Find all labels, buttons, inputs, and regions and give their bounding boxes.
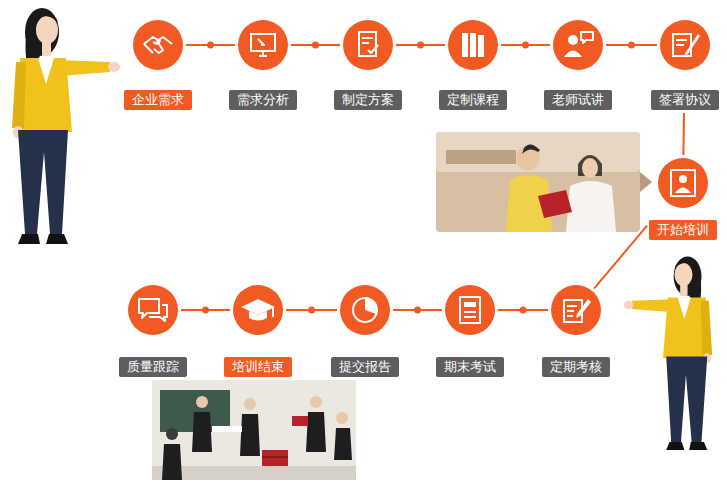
step-icon — [238, 20, 288, 70]
photo-ceremony — [152, 380, 356, 480]
step-icon — [128, 285, 178, 335]
process-step: 期末考试 — [436, 285, 504, 377]
step-icon — [660, 20, 710, 70]
step-icon — [658, 158, 708, 208]
step-glyph — [445, 285, 495, 335]
step-icon — [445, 285, 495, 335]
step-icon — [553, 20, 603, 70]
process-step: 制定方案 — [334, 20, 402, 110]
step-label: 定制课程 — [439, 90, 507, 110]
flow-connector — [396, 42, 445, 49]
step-label: 老师试讲 — [544, 90, 612, 110]
flow-connector — [181, 307, 230, 314]
step-icon — [448, 20, 498, 70]
flow-connector — [501, 42, 550, 49]
step-glyph — [660, 20, 710, 70]
presenter-figure — [12, 8, 120, 244]
connector-dot — [202, 307, 209, 314]
step-label: 企业需求 — [124, 90, 192, 110]
connector-dot — [207, 42, 214, 49]
process-step: 定期考核 — [542, 285, 610, 377]
process-step: 开始培训 — [649, 158, 717, 240]
flow-connector — [606, 42, 657, 49]
connector-dot — [522, 42, 529, 49]
step-glyph — [658, 158, 708, 208]
step-glyph — [238, 20, 288, 70]
step-label: 培训结束 — [224, 357, 292, 377]
step-glyph — [553, 20, 603, 70]
flow-connector — [594, 226, 647, 289]
step-glyph — [551, 285, 601, 335]
step-glyph — [233, 285, 283, 335]
step-label: 开始培训 — [649, 220, 717, 240]
step-glyph — [343, 20, 393, 70]
connector-dot — [417, 42, 424, 49]
flow-connector — [393, 307, 442, 314]
connector-dot — [312, 42, 319, 49]
process-step: 企业需求 — [124, 20, 192, 110]
step-icon — [133, 20, 183, 70]
step-glyph — [128, 285, 178, 335]
presenter-figure — [624, 257, 713, 451]
flow-connector — [683, 113, 685, 155]
flow-connector — [291, 42, 340, 49]
step-label: 签署协议 — [651, 90, 719, 110]
step-icon — [233, 285, 283, 335]
connector-dot — [628, 42, 635, 49]
process-step: 需求分析 — [229, 20, 297, 110]
process-step: 签署协议 — [651, 20, 719, 110]
process-step: 老师试讲 — [544, 20, 612, 110]
process-step: 定制课程 — [439, 20, 507, 110]
step-label: 提交报告 — [331, 357, 399, 377]
connector-line — [594, 226, 647, 289]
step-label: 需求分析 — [229, 90, 297, 110]
connector-line — [682, 113, 685, 155]
step-label: 制定方案 — [334, 90, 402, 110]
flow-connector — [498, 307, 548, 314]
flow-connector — [186, 42, 235, 49]
process-step: 提交报告 — [331, 285, 399, 377]
connector-dot — [520, 307, 527, 314]
step-icon — [343, 20, 393, 70]
photo-consulting — [436, 132, 652, 232]
connector-dot — [414, 307, 421, 314]
step-label: 定期考核 — [542, 357, 610, 377]
step-glyph — [340, 285, 390, 335]
process-step: 质量跟踪 — [119, 285, 187, 377]
step-icon — [340, 285, 390, 335]
connector-dot — [308, 307, 315, 314]
step-icon — [551, 285, 601, 335]
process-step: 培训结束 — [224, 285, 292, 377]
step-glyph — [133, 20, 183, 70]
step-label: 期末考试 — [436, 357, 504, 377]
flow-connector — [286, 307, 337, 314]
step-label: 质量跟踪 — [119, 357, 187, 377]
step-glyph — [448, 20, 498, 70]
